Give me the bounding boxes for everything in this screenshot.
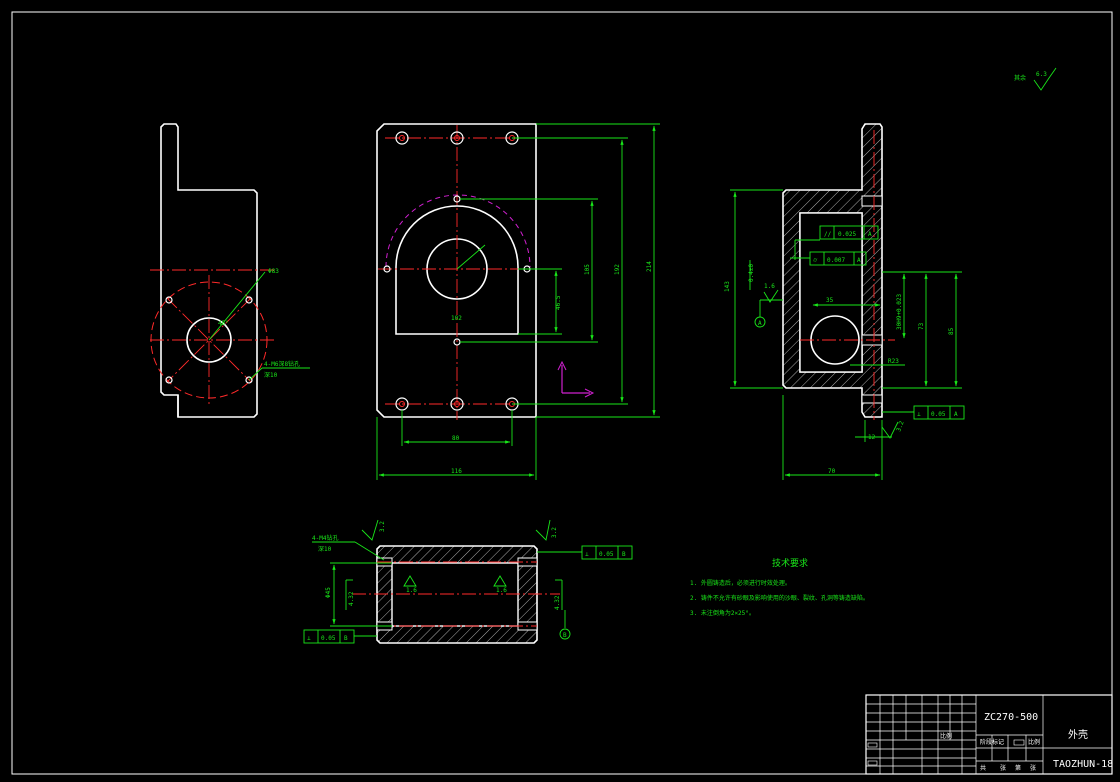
dim-r23: R23	[888, 358, 899, 365]
tol-parallel: // 0.025 A	[794, 225, 879, 260]
dim-143: 143	[724, 281, 731, 292]
ucs-icon	[557, 360, 595, 398]
tol-perp-sym: ⊥	[917, 411, 921, 418]
bottom-hole-label2: 深10	[318, 545, 332, 553]
tb-label-ratio: 比例	[1028, 738, 1040, 746]
tol-parallel-datum: A	[868, 231, 872, 238]
roughness-note-value: 6.3	[1036, 71, 1047, 78]
dim-80: 80	[452, 435, 460, 442]
rough-left: 3.2	[379, 521, 386, 532]
tol-cyl-sym: ⌭	[813, 257, 818, 264]
tol-cyl-datum: A	[857, 257, 861, 264]
dim-116: 116	[451, 468, 462, 475]
datum-b: B	[563, 632, 567, 639]
dim-small: 0.4±0	[748, 264, 755, 282]
tb-label-sheet2: 张	[1030, 764, 1036, 772]
tol-top: ⊥ 0.05 B	[537, 545, 633, 560]
left-dia-label: Φ83	[268, 268, 279, 275]
front-view: 214 192 105 46.5 80 116 102	[376, 123, 660, 480]
rough-right: 3.2	[551, 527, 558, 538]
roughness-note: 其余 6.3	[1014, 67, 1057, 91]
tol-top-sym: ⊥	[585, 551, 589, 558]
tb-label-stage: 阶段标记	[980, 738, 1004, 746]
rough-32: 3.2	[895, 420, 905, 433]
tol-top-value: 0.05	[599, 551, 614, 558]
tech-item-2: 2. 铸件不允许有砂眼及影响使用的沙眼、裂纹、孔洞等铸造缺陷。	[690, 594, 869, 602]
left-side-view: Φ83 45° 4-M6深8钻孔 深10	[150, 123, 310, 418]
title-block: 比例 阶段标记 比例 共 张 第 张 ZC270-500 外壳 TAOZHUN-…	[865, 694, 1113, 775]
tol-cyl-value: 0.007	[827, 257, 845, 264]
tol-perp-datum: A	[954, 411, 958, 418]
dim-105: 105	[584, 264, 591, 275]
tol-bottom-sym: ⊥	[307, 635, 311, 642]
dim-192: 192	[614, 264, 621, 275]
rough-in2: 1.6	[496, 587, 507, 594]
tol-bottom: ⊥ 0.05 B	[303, 629, 377, 644]
bottom-section-view: Φ45 4.32 4.32 3.2 3.2 1.6 1.6 4-M4钻孔 深10…	[303, 519, 633, 644]
tb-drawing-no: TAOZHUN-18	[1053, 759, 1113, 770]
datum-a: A	[758, 320, 762, 327]
dim-right-432: 4.32	[554, 595, 561, 610]
right-section-view: 143 35 85 73 30H9+0.023 R23 70 12 A 1.6 …	[724, 123, 965, 480]
tol-perp-value: 0.05	[931, 411, 946, 418]
tech-requirements: 技术要求 1. 外圆铸造后，必须进行时效处理。 2. 铸件不允许有砂眼及影响使用…	[690, 557, 869, 617]
dim-left-432: 4.32	[348, 591, 355, 606]
tech-item-3: 3. 未注倒角为2×25°。	[690, 609, 755, 617]
tech-item-1: 1. 外圆铸造后，必须进行时效处理。	[690, 579, 791, 587]
tol-bottom-datum: B	[344, 635, 348, 642]
dim-102: 102	[451, 315, 462, 322]
bolt-holes-top	[395, 131, 519, 145]
tol-bottom-value: 0.05	[321, 635, 336, 642]
dim-35: 35	[826, 297, 834, 304]
drawing-frame	[11, 11, 1113, 775]
roughness-note-label: 其余	[1014, 74, 1026, 82]
tb-label-no: 第	[1015, 764, 1021, 772]
dim-12: 12	[868, 434, 876, 441]
tb-part-name: 外壳	[1068, 728, 1088, 741]
tol-perp: ⊥ 0.05 A	[882, 405, 965, 420]
tb-label-sheet: 张	[1000, 764, 1006, 772]
dim-70: 70	[828, 468, 836, 475]
rough-in1: 1.6	[406, 587, 417, 594]
tb-code: ZC270-500	[984, 712, 1038, 723]
tol-parallel-sym: //	[824, 231, 832, 238]
tol-parallel-value: 0.025	[838, 231, 856, 238]
tol-top-datum: B	[622, 551, 626, 558]
bottom-hole-label: 4-M4钻孔	[312, 534, 338, 542]
left-hole-label2: 深10	[264, 371, 278, 379]
dim-bore: 30H9+0.023	[896, 293, 903, 330]
left-hole-label: 4-M6深8钻孔	[264, 360, 300, 368]
rough-16: 1.6	[764, 283, 775, 290]
dim-phi45: Φ45	[325, 587, 332, 598]
tb-label-total: 共	[980, 764, 986, 772]
left-angle-label: 45°	[218, 320, 229, 327]
dim-214: 214	[646, 261, 653, 272]
tb-scale: 比例	[940, 732, 952, 740]
dim-46: 46.5	[555, 295, 562, 310]
tech-title: 技术要求	[772, 557, 808, 569]
dim-73: 73	[918, 322, 925, 330]
tol-cyl: ⌭ 0.007 A	[790, 251, 867, 266]
dim-85: 85	[948, 327, 955, 335]
